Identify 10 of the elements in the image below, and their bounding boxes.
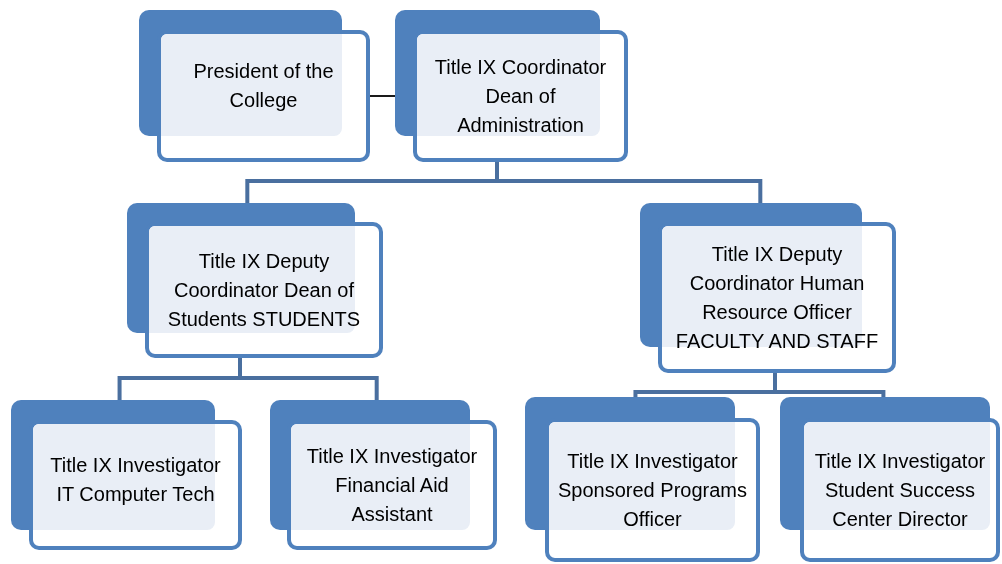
box-label: Title IX Investigator Financial Aid Assistant <box>305 443 479 527</box>
box-label: Title IX Investigator IT Computer Tech <box>49 453 222 507</box>
connector-line <box>369 95 396 97</box>
connector-line <box>495 162 763 203</box>
box-label: Title IX Investigator Sponsored Programs Officer <box>557 448 748 532</box>
box-label: Title IX Investigator Student Success Center Director <box>813 448 987 532</box>
box-label: Title IX Deputy Coordinator Human Resource Officer FACULTY AND STAFF <box>674 241 880 354</box>
box-label: Title IX Coordinator Dean of Administration <box>433 54 608 138</box>
box-label: President of the College <box>192 59 335 113</box>
box-label: Title IX Deputy Coordinator Dean of Students STUDENTS <box>166 248 362 332</box>
